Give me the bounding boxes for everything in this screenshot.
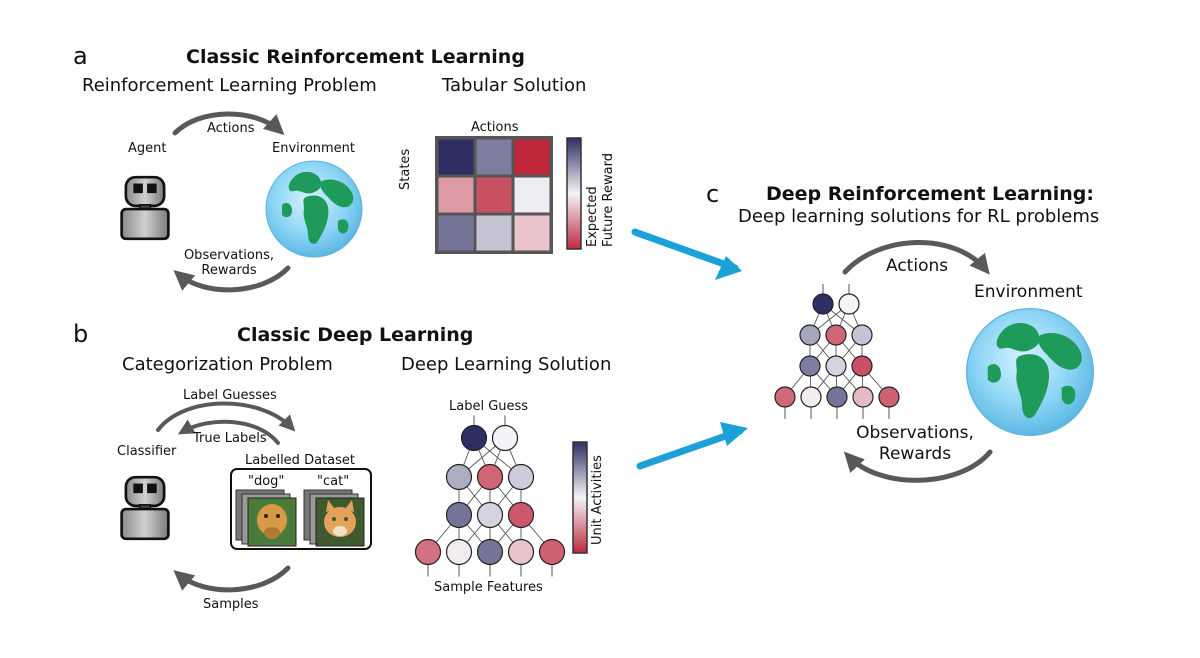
environment-globe-icon: [265, 160, 363, 258]
deep-rl-observations-arrow: [843, 449, 993, 483]
rl-observations-arrow: [173, 265, 291, 293]
table-cell: [514, 215, 550, 251]
table-states-label: States: [398, 148, 413, 190]
panel-c-letter: c: [706, 180, 720, 208]
unit-activities-colorbar: [572, 441, 588, 554]
table-cell: [438, 139, 474, 175]
network-unit: [460, 424, 488, 452]
expected-reward-colorbar: [566, 137, 582, 250]
colorbar-unit-activities-label: Unit Activities: [590, 455, 605, 545]
table-cell: [514, 177, 550, 213]
table-cell: [438, 215, 474, 251]
deep-rl-network: [774, 284, 900, 419]
network-unit: [445, 463, 473, 491]
network-unit: [799, 324, 821, 346]
rl-actions-arrow: [172, 111, 285, 136]
deep-learning-solution-title: Deep Learning Solution: [401, 354, 612, 375]
panel-c-title: Deep Reinforcement Learning:: [766, 183, 1095, 205]
network-unit: [507, 538, 535, 566]
network-unit: [799, 355, 821, 377]
network-unit: [838, 293, 860, 315]
table-cell: [476, 139, 512, 175]
deep-rl-environment-globe-icon: [965, 307, 1095, 437]
network-unit: [445, 501, 473, 529]
samples-label: Samples: [203, 597, 259, 612]
deep-rl-rewards-label: Rewards: [878, 444, 952, 464]
colorbar-expected-label: Expected: [585, 186, 600, 247]
true-labels-arrow: [177, 419, 280, 445]
network-unit: [826, 386, 848, 408]
rl-problem-title: Reinforcement Learning Problem: [82, 75, 377, 96]
agent-robot-icon: [120, 175, 170, 241]
panel-b-graphics: [120, 401, 748, 593]
classifier-label: Classifier: [117, 444, 177, 459]
dog-label: "dog": [248, 474, 285, 489]
observations-label: Observations,: [183, 248, 275, 263]
dog-image-stack: [235, 489, 297, 547]
network-unit: [851, 355, 873, 377]
rl-actions-label: Actions: [207, 121, 255, 136]
arrow-a-to-c-head: [715, 256, 742, 280]
tabular-solution-title: Tabular Solution: [442, 75, 587, 96]
network-unit: [851, 324, 873, 346]
classifier-robot-icon: [120, 475, 170, 541]
arrow-b-to-c-head: [720, 422, 748, 446]
colorbar-future-reward-label: Future Reward: [601, 153, 616, 247]
cat-image-stack: [303, 489, 365, 547]
network-unit: [476, 501, 504, 529]
table-cell: [476, 177, 512, 213]
table-cell: [438, 177, 474, 213]
label-guesses-arrow: [156, 401, 296, 432]
deep-rl-environment-label: Environment: [974, 282, 1083, 302]
panel-a-letter: a: [73, 42, 88, 70]
network-unit: [800, 386, 822, 408]
arrow-a-to-c: [631, 228, 739, 272]
agent-label: Agent: [128, 141, 167, 156]
tabular-value-table: [435, 136, 553, 254]
panel-a-title: Classic Reinforcement Learning: [186, 46, 525, 68]
deep-learning-network: [414, 415, 566, 577]
label-guesses-label: Label Guesses: [183, 388, 277, 403]
true-labels-label: True Labels: [193, 431, 267, 446]
network-unit: [812, 293, 834, 315]
panel-c-graphics: [774, 240, 1095, 483]
network-unit: [507, 501, 535, 529]
network-unit: [445, 538, 473, 566]
samples-arrow: [173, 565, 291, 593]
panel-c-subtitle: Deep learning solutions for RL problems: [738, 206, 1100, 227]
network-unit: [414, 538, 442, 566]
table-cell: [514, 139, 550, 175]
panel-a-graphics: [120, 111, 742, 293]
network-unit: [476, 463, 504, 491]
label-guess-label: Label Guess: [449, 399, 529, 414]
sample-features-label: Sample Features: [434, 580, 543, 595]
panel-b-letter: b: [73, 320, 89, 348]
panel-b-title: Classic Deep Learning: [237, 324, 474, 346]
network-unit: [878, 386, 900, 408]
network-unit: [491, 424, 519, 452]
labelled-dataset-label: Labelled Dataset: [245, 453, 355, 468]
rewards-label: Rewards: [201, 263, 257, 278]
table-actions-label: Actions: [471, 120, 519, 135]
network-unit: [825, 324, 847, 346]
environment-label: Environment: [272, 141, 356, 156]
network-unit: [825, 355, 847, 377]
network-unit: [852, 386, 874, 408]
network-unit: [774, 386, 796, 408]
network-unit: [507, 463, 535, 491]
network-unit: [476, 538, 504, 566]
arrow-b-to-c: [636, 427, 744, 470]
deep-rl-actions-arrow: [842, 240, 990, 275]
categorization-problem-title: Categorization Problem: [122, 354, 333, 375]
network-unit: [538, 538, 566, 566]
table-cell: [476, 215, 512, 251]
deep-rl-actions-label: Actions: [886, 256, 949, 276]
deep-rl-observations-label: Observations,: [856, 423, 974, 443]
cat-label: "cat": [317, 474, 350, 489]
